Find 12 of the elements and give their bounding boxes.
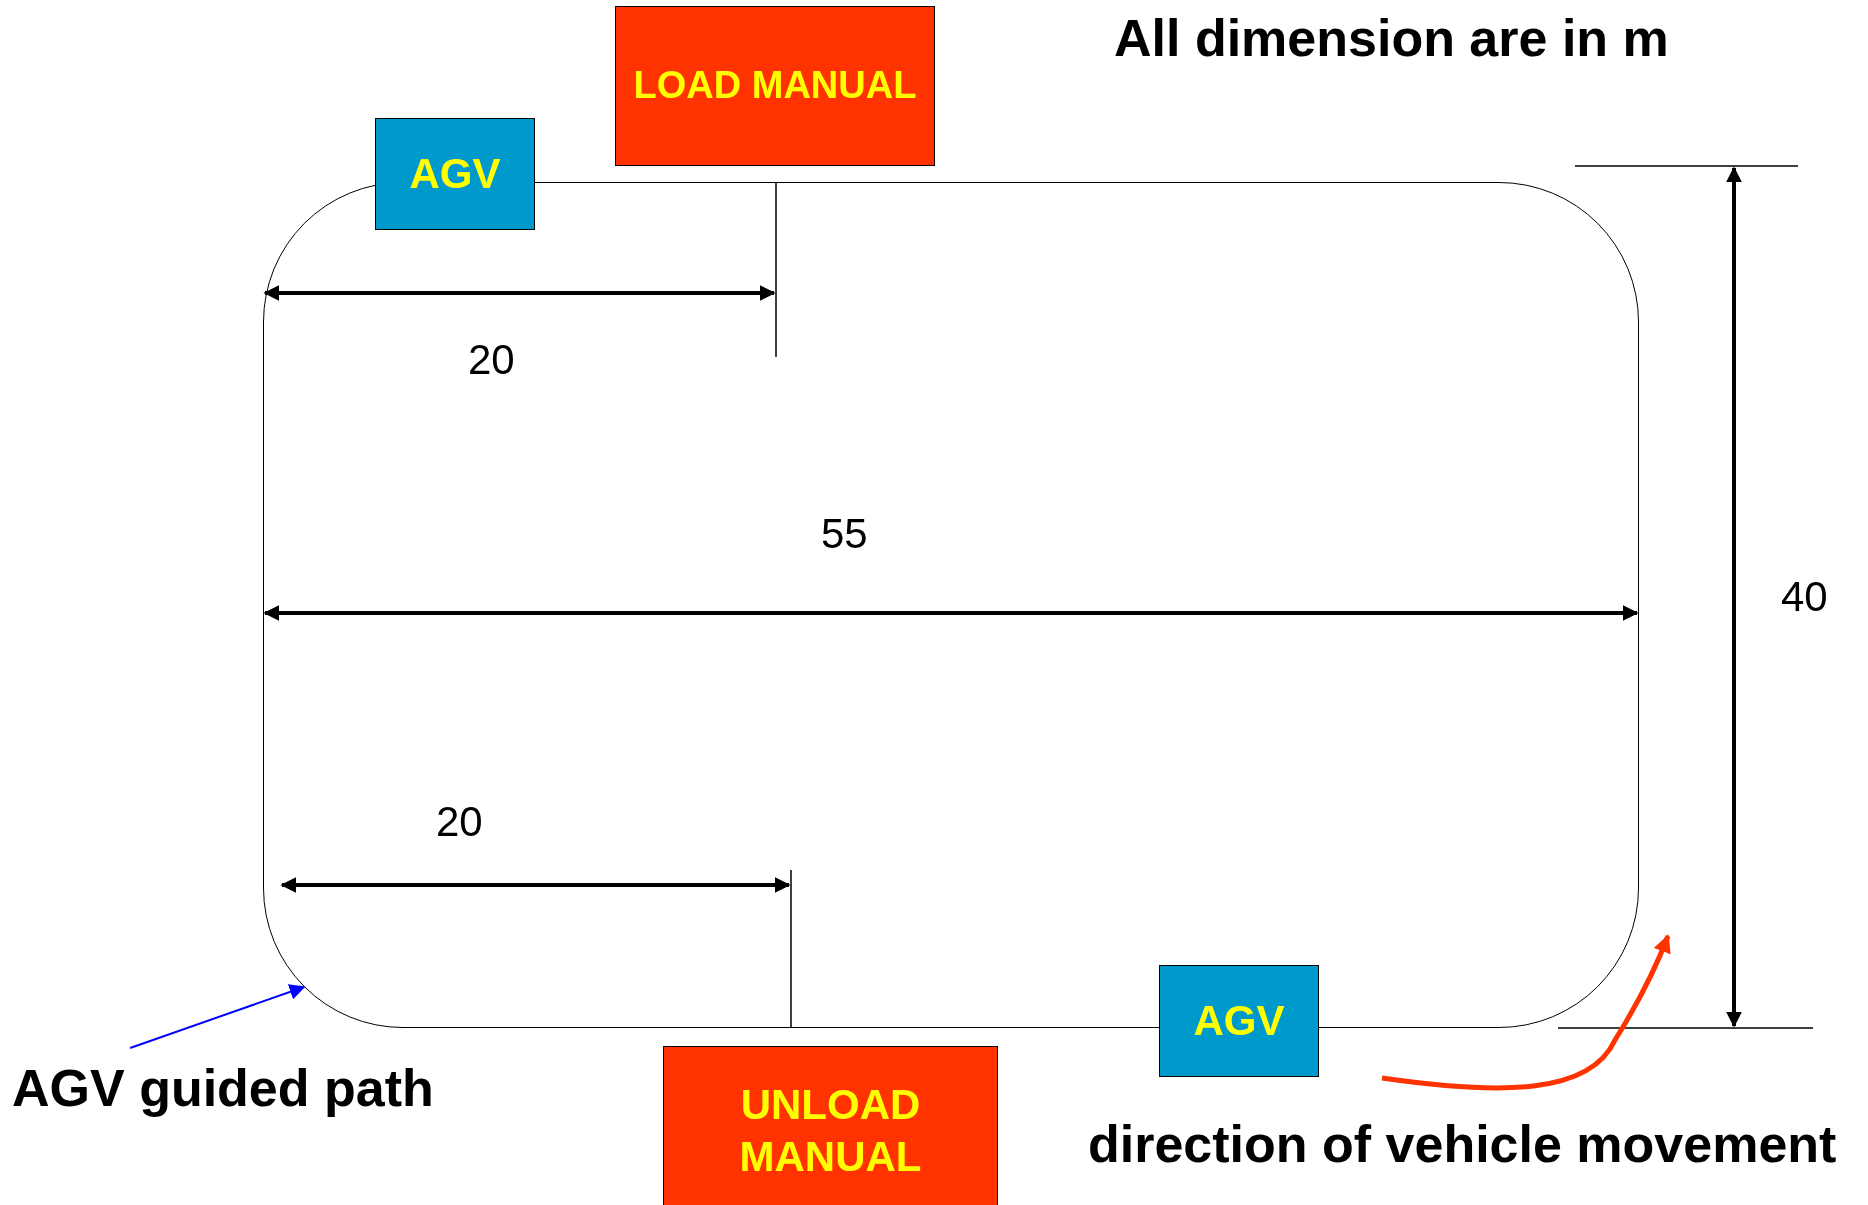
units-note: All dimension are in m [1114, 8, 1669, 68]
vehicle-block: AGV [375, 118, 535, 230]
direction-caption: direction of vehicle movement [1088, 1114, 1837, 1174]
load-station: LOAD MANUAL [615, 6, 935, 166]
dimension-value: 55 [821, 510, 868, 558]
path-caption: AGV guided path [12, 1058, 434, 1118]
unload-station: UNLOAD MANUAL [663, 1046, 998, 1205]
leader-arrow [129, 984, 306, 1049]
dimension-value: 20 [468, 336, 515, 384]
vehicle-block: AGV [1159, 965, 1319, 1077]
dimension-value: 40 [1781, 573, 1828, 621]
dimension-value: 20 [436, 798, 483, 846]
